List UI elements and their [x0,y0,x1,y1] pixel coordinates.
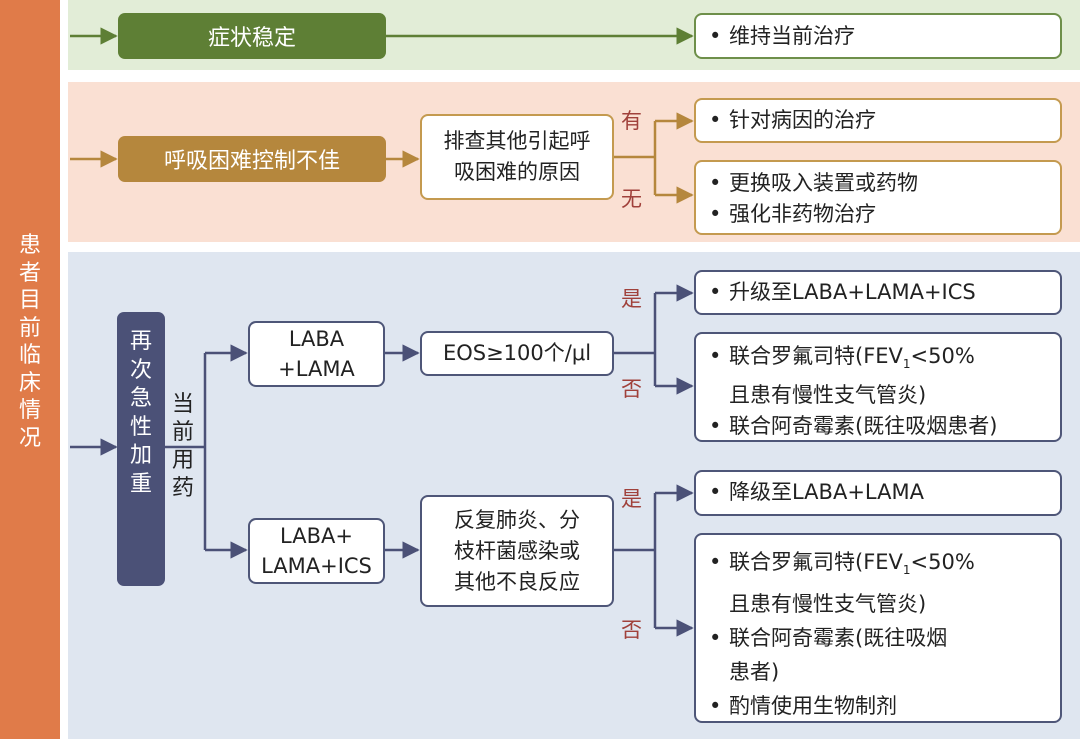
action-text: 强化非药物治疗 [729,202,876,226]
current-drug-label: 当 前 用 药 [171,392,194,501]
action-text: 联合罗氟司特(FEV1<50% 且患有慢性支气管炎) [729,545,975,621]
bullet: • [709,550,722,574]
label-no: 否 [621,377,642,401]
condition-dyspnea: 呼吸困难控制不佳 [118,136,386,182]
action-escalate: • 升级至LABA+LAMA+ICS [694,270,1062,315]
sidebar-title: 患 者 目 前 临 床 情 况 [18,233,41,451]
label-yes: 有 [621,109,642,133]
action-text: 降级至LABA+LAMA [729,480,924,504]
action-text: 更换吸入装置或药物 [729,171,918,195]
text-part: <50% 且患有慢性支气管炎) [729,550,975,617]
condition-exacerbation: 再 次 急 性 加 重 [117,312,165,586]
check-other-causes: 排查其他引起呼 吸困难的原因 [420,114,614,200]
bullet: • [709,24,722,48]
label-no: 否 [621,618,642,642]
action-text: 联合阿奇霉素(既往吸烟 患者) [729,626,948,685]
text-part: <50% 且患有慢性支气管炎) [729,344,975,408]
text-part: 联合罗氟司特(FEV [729,344,903,368]
bullet: • [709,202,722,226]
subscript: 1 [902,357,911,372]
subscript: 1 [902,563,911,578]
bullet: • [709,108,722,132]
row3-arrows [70,284,694,637]
action-treat-cause: • 针对病因的治疗 [694,98,1062,143]
text-part: 联合罗氟司特(FEV [729,550,903,574]
action-add-roflumilast-azithromycin-biologics: • 联合罗氟司特(FEV1<50% 且患有慢性支气管炎) • 联合阿奇霉素(既往吸烟… [694,533,1062,723]
action-text: 联合阿奇霉素(既往吸烟患者) [729,414,998,439]
bullet: • [709,480,722,504]
bullet: • [709,171,722,195]
drug-laba-lama: LABA +LAMA [248,321,385,387]
bullet: • [709,626,722,651]
bullet: • [709,694,722,719]
condition-stable: 症状稳定 [118,13,386,59]
action-change-device: • 更换吸入装置或药物 • 强化非药物治疗 [694,160,1062,235]
check-eos: EOS≥100个/μl [420,331,614,376]
label-no: 无 [621,187,642,211]
drug-laba-lama-ics: LABA+ LAMA+ICS [248,518,385,584]
bullet: • [709,344,722,368]
check-adverse-reactions: 反复肺炎、分 枝杆菌感染或 其他不良反应 [420,495,614,607]
action-add-roflumilast-azithromycin: • 联合罗氟司特(FEV1<50% 且患有慢性支气管炎) • 联合阿奇霉素(既往吸烟… [694,332,1062,442]
bullet: • [709,414,722,439]
sidebar [0,0,60,739]
action-text: 联合罗氟司特(FEV1<50% 且患有慢性支气管炎) [729,341,975,411]
bullet: • [709,280,722,304]
action-text: 维持当前治疗 [729,24,855,48]
action-deescalate: • 降级至LABA+LAMA [694,470,1062,516]
label-yes: 是 [621,487,642,511]
action-text: 针对病因的治疗 [729,108,876,132]
label-yes: 是 [621,287,642,311]
action-maintain: • 维持当前治疗 [694,13,1062,59]
row2-arrows [70,112,694,204]
action-text: 升级至LABA+LAMA+ICS [729,280,976,304]
action-text: 酌情使用生物制剂 [729,694,897,719]
